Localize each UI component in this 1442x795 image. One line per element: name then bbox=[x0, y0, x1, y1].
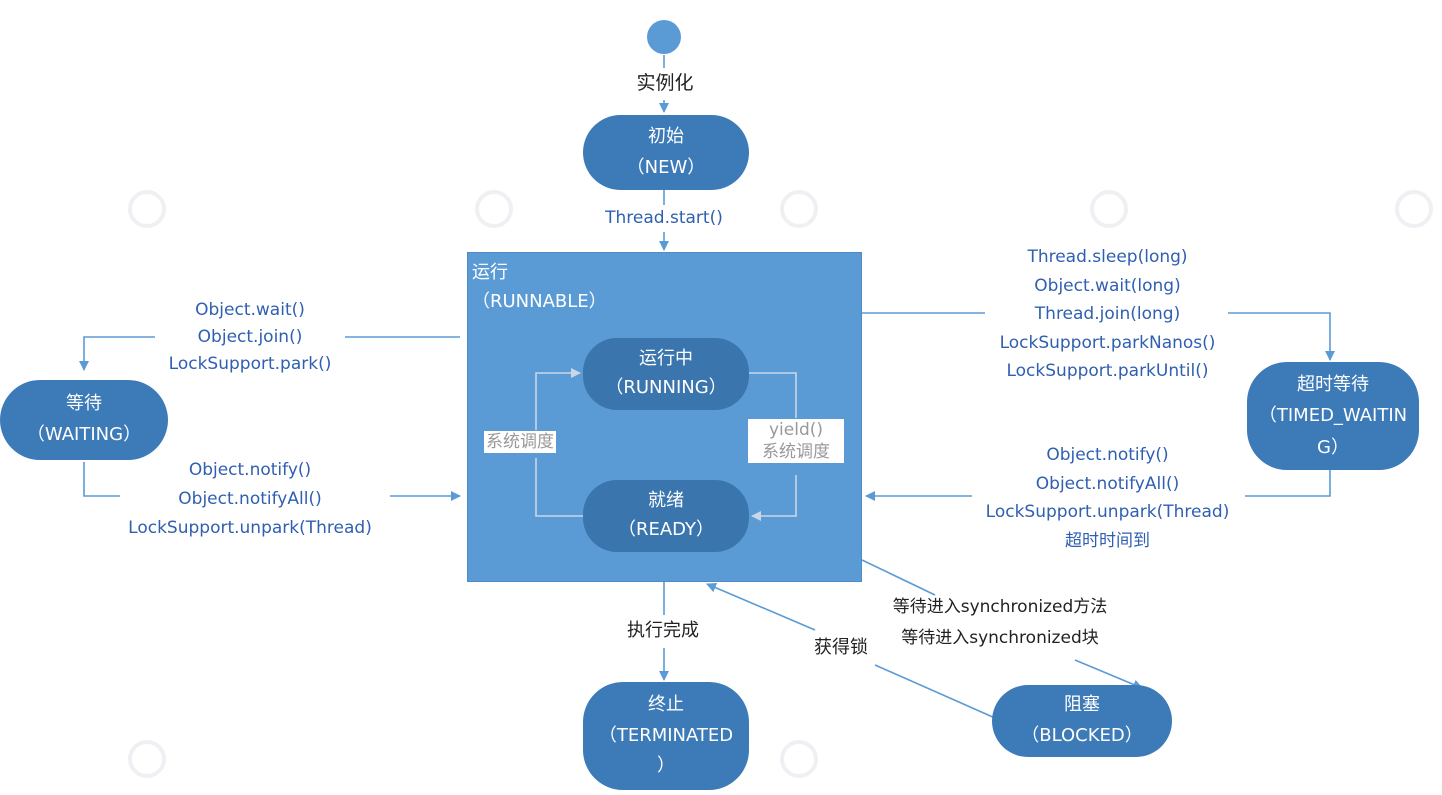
new-state-sub: （NEW） bbox=[626, 156, 706, 178]
runnable-subtitle: （RUNNABLE） bbox=[472, 291, 607, 312]
timed-waiting-sub2: G） bbox=[1317, 436, 1349, 458]
watermark-logo bbox=[780, 740, 818, 778]
to-waiting-labels: Object.wait() Object.join() LockSupport.… bbox=[140, 297, 360, 378]
to-timed-labels: Thread.sleep(long) Object.wait(long) Thr… bbox=[980, 243, 1235, 386]
from-waiting-label-1: Object.notify() bbox=[188, 460, 312, 480]
from-timed-label-3: LockSupport.unpark(Thread) bbox=[985, 502, 1230, 522]
yield-label: yield() bbox=[768, 420, 824, 440]
watermark-logo bbox=[128, 190, 166, 228]
running-state: 运行中 （RUNNING） bbox=[583, 338, 749, 410]
from-timed-label-2: Object.notifyAll() bbox=[1035, 473, 1180, 494]
to-blocked-label-2: 等待进入synchronized块 bbox=[901, 628, 1099, 648]
to-timed-label-4: LockSupport.parkNanos() bbox=[999, 332, 1216, 353]
running-state-title: 运行中 bbox=[639, 348, 693, 370]
waiting-state-sub: （WAITING） bbox=[26, 424, 142, 445]
watermark-logo bbox=[475, 190, 513, 228]
to-timed-label-2: Object.wait(long) bbox=[1034, 275, 1181, 296]
terminated-state: 终止 （TERMINATED ） bbox=[583, 682, 749, 790]
ready-state: 就绪 （READY） bbox=[583, 480, 749, 552]
watermark-logo bbox=[1090, 190, 1128, 228]
from-timed-label-1: Object.notify() bbox=[1046, 445, 1169, 465]
to-timed-label-1: Thread.sleep(long) bbox=[1027, 247, 1188, 267]
to-waiting-label-1: Object.wait() bbox=[195, 300, 305, 320]
terminated-sub: （TERMINATED bbox=[598, 724, 734, 746]
watermark-logo bbox=[128, 740, 166, 778]
to-timed-label-5: LockSupport.parkUntil() bbox=[1006, 361, 1209, 381]
ready-state-sub: （READY） bbox=[617, 519, 715, 540]
to-timed-label-3: Thread.join(long) bbox=[1034, 304, 1181, 324]
terminated-sub2: ） bbox=[657, 755, 675, 777]
instantiate-label: 实例化 bbox=[636, 72, 694, 94]
get-lock-label: 获得锁 bbox=[814, 637, 868, 658]
from-waiting-labels: Object.notify() Object.notifyAll() LockS… bbox=[110, 456, 390, 543]
waiting-state-title: 等待 bbox=[66, 393, 102, 415]
ready-state-title: 就绪 bbox=[648, 490, 684, 512]
start-node bbox=[647, 20, 681, 54]
runnable-title: 运行 bbox=[472, 262, 508, 283]
from-waiting-label-3: LockSupport.unpark(Thread) bbox=[128, 518, 372, 538]
watermark-logo bbox=[1395, 190, 1433, 228]
yield-label-box: yield() 系统调度 bbox=[748, 419, 844, 464]
timed-waiting-sub: （TIMED_WAITIN bbox=[1258, 405, 1408, 427]
blocked-sub: （BLOCKED） bbox=[1021, 725, 1143, 746]
blocked-title: 阻塞 bbox=[1064, 694, 1100, 716]
from-timed-labels: Object.notify() Object.notifyAll() LockS… bbox=[965, 441, 1250, 555]
running-state-sub: （RUNNING） bbox=[605, 377, 727, 398]
watermark-logo bbox=[780, 190, 818, 228]
timed-waiting-title: 超时等待 bbox=[1297, 373, 1369, 395]
from-timed-label-4: 超时时间到 bbox=[1065, 530, 1150, 551]
to-blocked-labels: 等待进入synchronized方法 等待进入synchronized块 bbox=[860, 592, 1140, 654]
to-waiting-label-2: Object.join() bbox=[197, 327, 303, 347]
to-blocked-label-1: 等待进入synchronized方法 bbox=[892, 597, 1108, 617]
timed-waiting-state: 超时等待 （TIMED_WAITIN G） bbox=[1247, 362, 1419, 470]
waiting-state: 等待 （WAITING） bbox=[0, 380, 168, 460]
new-state: 初始 （NEW） bbox=[583, 115, 749, 190]
schedule-left-label: 系统调度 bbox=[484, 431, 556, 454]
to-waiting-label-3: LockSupport.park() bbox=[168, 354, 332, 374]
from-waiting-label-2: Object.notifyAll() bbox=[178, 489, 322, 509]
thread-start-label: Thread.start() bbox=[605, 208, 723, 228]
terminated-title: 终止 bbox=[648, 694, 684, 716]
finish-label: 执行完成 bbox=[627, 620, 699, 641]
new-state-title: 初始 bbox=[648, 125, 684, 147]
blocked-state: 阻塞 （BLOCKED） bbox=[992, 685, 1172, 757]
schedule-right-label: 系统调度 bbox=[762, 442, 830, 463]
